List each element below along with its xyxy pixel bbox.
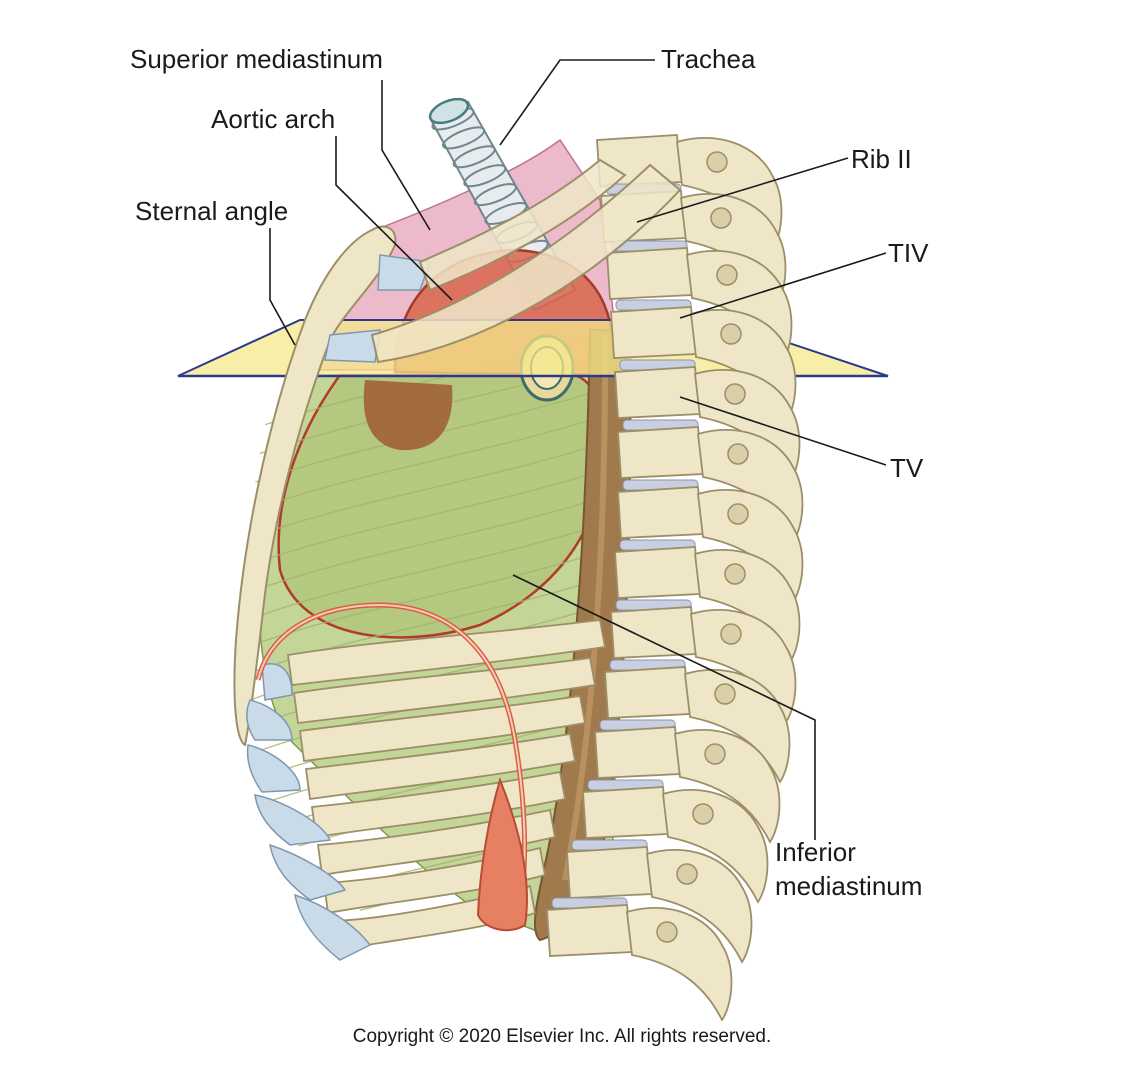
label-superior-mediastinum: Superior mediastinum — [130, 44, 383, 74]
label-rib-ii: Rib II — [851, 144, 912, 174]
leader-tv — [679, 396, 887, 466]
cartilage-rib-ii — [324, 329, 381, 363]
cartilage-rib-i — [377, 254, 432, 291]
leader-rib-ii — [636, 157, 849, 223]
leader-superior-mediastinum — [381, 80, 431, 231]
label-inferior-mediastinum-line2: mediastinum — [775, 871, 923, 901]
leader-trachea — [499, 59, 655, 146]
leader-lines — [269, 59, 887, 840]
leader-aortic-arch — [335, 136, 453, 301]
rib-i — [418, 158, 627, 292]
label-aortic-arch: Aortic arch — [211, 104, 336, 134]
label-tiv: TIV — [888, 238, 929, 268]
label-trachea: Trachea — [661, 44, 756, 74]
label-sternal-angle: Sternal angle — [135, 196, 289, 226]
leader-sternal-angle — [269, 228, 296, 346]
leader-tiv — [679, 252, 887, 319]
lower-costal-cartilages — [245, 663, 372, 961]
copyright-notice: Copyright © 2020 Elsevier Inc. All right… — [352, 1026, 772, 1047]
crus — [476, 776, 528, 932]
heart-base-shadow — [363, 380, 453, 451]
label-inferior-mediastinum-line1: Inferior — [775, 837, 856, 867]
rib-ii — [370, 163, 682, 364]
label-tv: TV — [890, 453, 924, 483]
vertebral-column — [546, 134, 804, 1022]
leader-inferior-mediastinum — [512, 574, 816, 840]
